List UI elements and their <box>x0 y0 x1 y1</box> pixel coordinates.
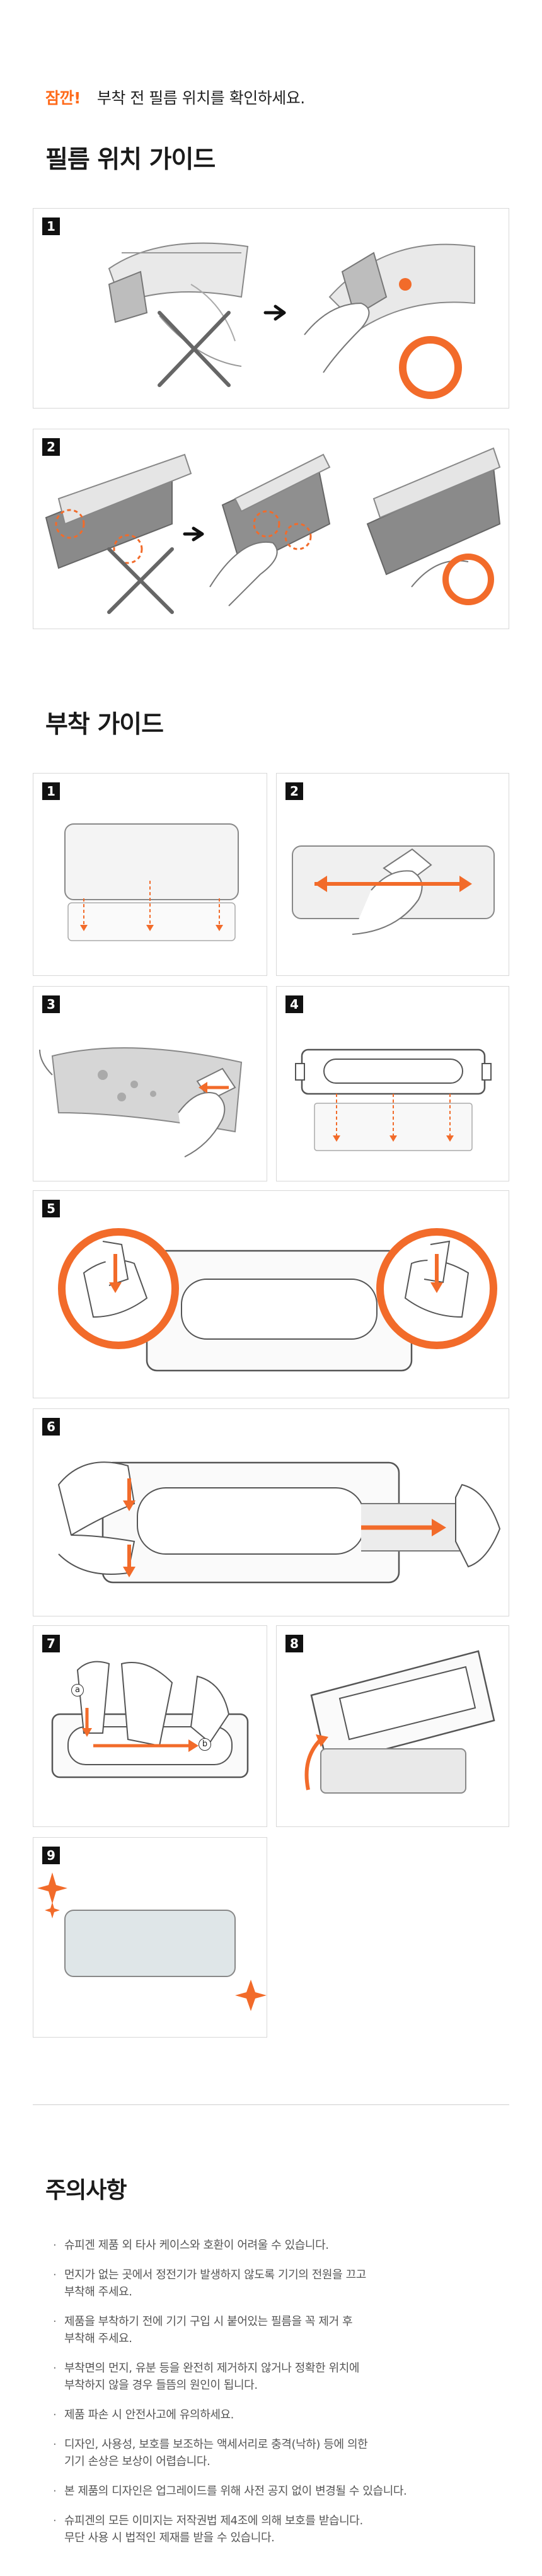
marker-a: a <box>71 1684 84 1697</box>
step-number: 2 <box>42 438 60 456</box>
step-number: 3 <box>42 995 60 1013</box>
caution-item: 본 제품의 디자인은 업그레이드를 위해 사전 공지 없이 변경될 수 있습니다… <box>50 2483 504 2500</box>
check-circle-icon <box>399 336 462 399</box>
arrow-right-icon <box>263 305 286 321</box>
attach-step-9-illustration <box>37 1872 267 2011</box>
caution-item: 제품 파손 시 안전사고에 유의하세요. <box>50 2406 504 2423</box>
position-step-1: 1 <box>33 208 509 409</box>
step-number: 1 <box>42 782 60 800</box>
notice-highlight: 잠깐! <box>45 89 81 107</box>
phone-wrong-illustration <box>108 242 249 367</box>
step-number: 8 <box>285 1635 303 1652</box>
sparkle-icon <box>37 1872 67 1904</box>
attach-step-4: 4 <box>276 986 509 1181</box>
check-circle-icon <box>442 554 494 605</box>
attach-step-2-illustration <box>292 845 495 935</box>
attach-step-3-illustration <box>39 1047 243 1157</box>
step-number: 5 <box>42 1200 60 1217</box>
step-number: 4 <box>285 995 303 1013</box>
curved-arrow-icon <box>304 1738 323 1790</box>
position-guide-title: 필름 위치 가이드 <box>45 146 216 174</box>
step-number: 2 <box>285 782 303 800</box>
attach-step-4-illustration <box>295 1048 492 1151</box>
attach-step-1: 1 <box>33 773 267 976</box>
step-number: 9 <box>42 1847 60 1864</box>
phone-wrong-illustration <box>45 453 192 569</box>
attach-step-5-illustration <box>58 1228 497 1372</box>
attach-step-1-illustration <box>64 823 239 941</box>
position-step-2-illustration <box>45 447 501 614</box>
cross-mark-icon <box>158 311 231 387</box>
attach-step-9: 9 <box>33 1837 267 2038</box>
notice-text: 부착 전 필름 위치를 확인하세요. <box>96 89 305 107</box>
attach-step-3: 3 <box>33 986 267 1181</box>
attach-guide-title: 부착 가이드 <box>45 711 164 739</box>
sparkle-icon <box>45 1902 60 1918</box>
notice: 잠깐! 부착 전 필름 위치를 확인하세요. <box>45 86 305 108</box>
attach-step-5: 5 <box>33 1190 509 1398</box>
attach-step-8-illustration <box>304 1650 495 1794</box>
step-number: 6 <box>42 1418 60 1436</box>
sparkle-icon <box>235 1980 267 2011</box>
arrow-right-icon <box>183 526 204 542</box>
attach-step-2: 2 <box>276 773 509 976</box>
cross-mark-icon <box>107 547 174 614</box>
step-number: 1 <box>42 218 60 235</box>
marker-b: b <box>199 1738 211 1751</box>
caution-item: 부착면의 먼지, 유분 등을 완전히 제거하지 않거나 정확한 위치에부착하지 … <box>50 2360 504 2394</box>
align-arrows <box>83 881 220 928</box>
caution-item: 디자인, 사용성, 보호를 보조하는 액세서리로 충격(낙하) 등에 의한기기 … <box>50 2436 504 2470</box>
attach-step-6-illustration <box>57 1461 501 1584</box>
attach-step-7-illustration <box>51 1661 249 1778</box>
caution-item: 슈피겐의 모든 이미지는 저작권법 제4조에 의해 보호를 받습니다.무단 사용… <box>50 2512 504 2546</box>
film-application-illustration <box>209 453 331 606</box>
attach-step-6: 6 <box>33 1408 509 1616</box>
position-step-1-illustration <box>108 242 475 399</box>
step-number: 7 <box>42 1635 60 1652</box>
caution-title: 주의사항 <box>45 2178 127 2203</box>
phone-correct-illustration <box>366 447 501 588</box>
attach-step-8: 8 <box>276 1625 509 1827</box>
attach-step-7: 7 a b <box>33 1625 267 1827</box>
phone-correct-illustration <box>304 243 475 373</box>
caution-list: 슈피겐 제품 외 타사 케이스와 호환이 어려울 수 있습니다. 먼지가 없는 … <box>50 2237 504 2559</box>
position-step-2: 2 <box>33 429 509 629</box>
caution-item: 슈피겐 제품 외 타사 케이스와 호환이 어려울 수 있습니다. <box>50 2237 504 2254</box>
section-divider <box>33 2104 509 2105</box>
